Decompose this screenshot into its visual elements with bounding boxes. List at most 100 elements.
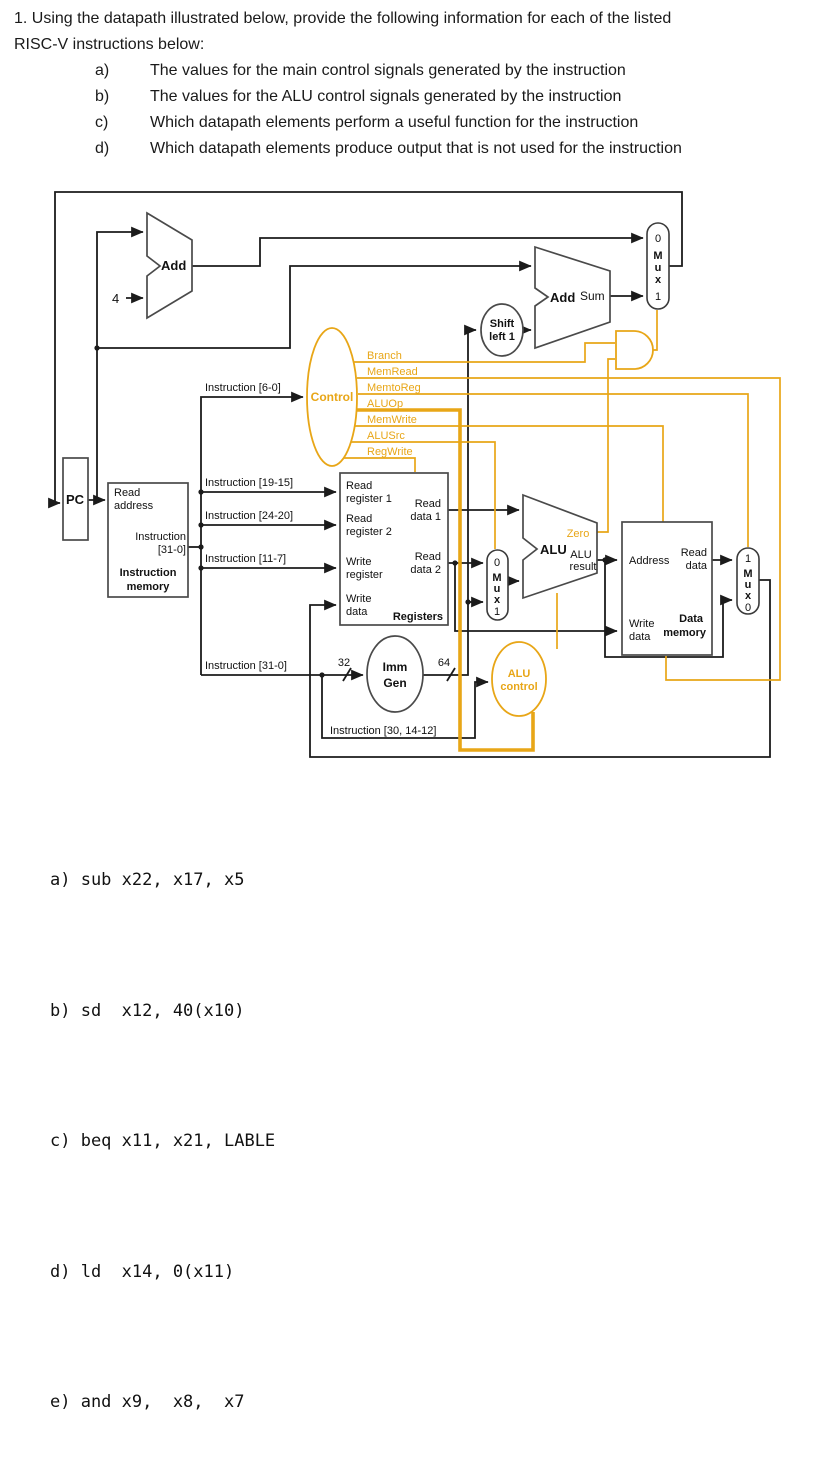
control-signal-labels: Branch MemRead MemtoReg ALUOp MemWrite A… [367, 350, 421, 458]
junction-dots [94, 345, 608, 678]
svg-text:u: u [494, 583, 501, 595]
svg-text:Read: Read [415, 498, 441, 510]
svg-text:data: data [629, 631, 651, 643]
wire-branch [353, 342, 615, 363]
svg-text:Read: Read [681, 547, 707, 559]
control-wires [343, 310, 781, 752]
alu-labels: ALU Zero ALU result [540, 528, 596, 573]
svg-text:Instruction [11-7]: Instruction [11-7] [205, 553, 286, 565]
bus-field-labels: Instruction [6-0] Instruction [19-15] In… [205, 382, 436, 737]
svg-text:Add: Add [550, 290, 575, 305]
wire-memread [357, 377, 781, 681]
svg-text:MemRead: MemRead [367, 366, 418, 378]
svg-text:Address: Address [629, 555, 670, 567]
svg-text:MemWrite: MemWrite [367, 414, 417, 426]
wire-memtoreg [358, 393, 749, 547]
svg-text:Instruction [30, 14-12]: Instruction [30, 14-12] [330, 725, 436, 737]
writeback-mux-labels: 1 M u x 0 [743, 553, 752, 614]
item-text: Which datapath elements perform a useful… [150, 114, 639, 131]
wire-zero [597, 358, 615, 533]
wire-pc-to-add4 [96, 226, 144, 500]
svg-text:0: 0 [494, 557, 500, 569]
svg-text:Zero: Zero [567, 528, 590, 540]
item-text: Which datapath elements produce output t… [150, 140, 682, 157]
question-text: 1. Using the datapath illustrated below,… [14, 6, 814, 162]
svg-text:Instruction [31-0]: Instruction [31-0] [205, 660, 287, 672]
bus-width-slash-64 [446, 667, 456, 682]
data-memory-box [621, 521, 713, 656]
svg-text:ALUOp: ALUOp [367, 398, 403, 410]
svg-text:ALU: ALU [540, 542, 567, 557]
svg-text:x: x [494, 594, 501, 606]
add4-label: Add [161, 258, 186, 273]
svg-text:Read: Read [346, 480, 372, 492]
shift-left-1-oval [480, 303, 524, 357]
svg-text:[31-0]: [31-0] [158, 544, 186, 556]
question-item-a: a) The values for the main control signal… [14, 58, 814, 84]
wire-immgen-out [423, 324, 477, 676]
instruction-bus [200, 391, 304, 675]
svg-text:register: register [346, 569, 383, 581]
svg-text:Data: Data [679, 613, 704, 625]
svg-text:x: x [655, 274, 662, 286]
svg-text:x: x [745, 590, 752, 602]
add4-adder [146, 211, 193, 320]
svg-text:memory: memory [663, 627, 707, 639]
svg-text:Read: Read [415, 551, 441, 563]
svg-text:M: M [743, 568, 752, 580]
wire-funct-to-alucontrol [321, 675, 489, 739]
svg-text:M: M [492, 572, 501, 584]
svg-text:0: 0 [655, 233, 661, 245]
svg-text:register 2: register 2 [346, 526, 392, 538]
svg-text:Sum: Sum [580, 289, 605, 303]
svg-text:Instruction: Instruction [135, 531, 186, 543]
instruction-line-b: b) sd x12, 40(x10) [50, 1000, 245, 1021]
svg-text:data 2: data 2 [410, 564, 441, 576]
and-gate [615, 330, 654, 370]
black-wires [48, 191, 771, 758]
svg-text:Read: Read [114, 487, 140, 499]
imm-gen-labels: Imm Gen 32 64 [338, 657, 450, 690]
instruction-line-a: a) sub x22, x17, x5 [50, 870, 245, 890]
question-item-d: d)Which datapath elements produce output… [14, 136, 814, 162]
item-text: The values for the ALU control signals g… [150, 88, 622, 105]
svg-text:1: 1 [494, 606, 500, 618]
svg-text:Gen: Gen [383, 676, 406, 690]
svg-text:data: data [346, 606, 368, 618]
imm-gen-oval [366, 635, 424, 713]
svg-text:64: 64 [438, 657, 450, 669]
question-item-c: c) Which datapath elements perform a usef… [14, 110, 814, 136]
svg-text:Shift: Shift [490, 318, 515, 330]
alusrc-mux [486, 549, 509, 621]
svg-text:Instruction [24-20]: Instruction [24-20] [205, 510, 293, 522]
svg-text:Read: Read [346, 513, 372, 525]
svg-text:register 1: register 1 [346, 493, 392, 505]
instruction-memory-box [107, 482, 189, 598]
item-text: The values for the main control signals … [150, 62, 626, 79]
svg-text:0: 0 [745, 602, 751, 614]
pc-source-mux-labels: 0 M u x 1 [653, 233, 662, 303]
question-line-2: RISC-V instructions below: [14, 36, 205, 53]
svg-text:result: result [570, 561, 597, 573]
question-line-1: 1. Using the datapath illustrated below,… [14, 10, 672, 27]
svg-text:Instruction: Instruction [120, 567, 177, 579]
wire-alusrc [351, 441, 496, 549]
control-label: Control [311, 390, 354, 404]
item-marker: a) [95, 62, 110, 79]
registers-labels: Read register 1 Read register 2 Write re… [346, 480, 443, 623]
alusrc-mux-labels: 0 M u x 1 [492, 557, 501, 618]
svg-text:RegWrite: RegWrite [367, 446, 413, 458]
addsum-adder [534, 245, 611, 350]
instruction-line-d: d) ld x14, 0(x11) [50, 1261, 235, 1282]
svg-text:1: 1 [745, 553, 751, 565]
shift-left-labels: Shift left 1 [489, 318, 515, 343]
instruction-list: a) sub x22, x17, x5 b) sd x12, 40(x10) c… [50, 772, 275, 1468]
addsum-labels: Add Sum [550, 289, 605, 305]
instruction-line-c: c) beq x11, x21, LABLE [50, 1131, 276, 1151]
svg-text:Registers: Registers [393, 611, 443, 623]
const4-label: 4 [112, 291, 119, 306]
item-marker: c) [95, 114, 109, 131]
svg-text:Instruction [6-0]: Instruction [6-0] [205, 382, 281, 394]
pc-source-mux [646, 222, 670, 310]
svg-text:M: M [653, 250, 662, 262]
